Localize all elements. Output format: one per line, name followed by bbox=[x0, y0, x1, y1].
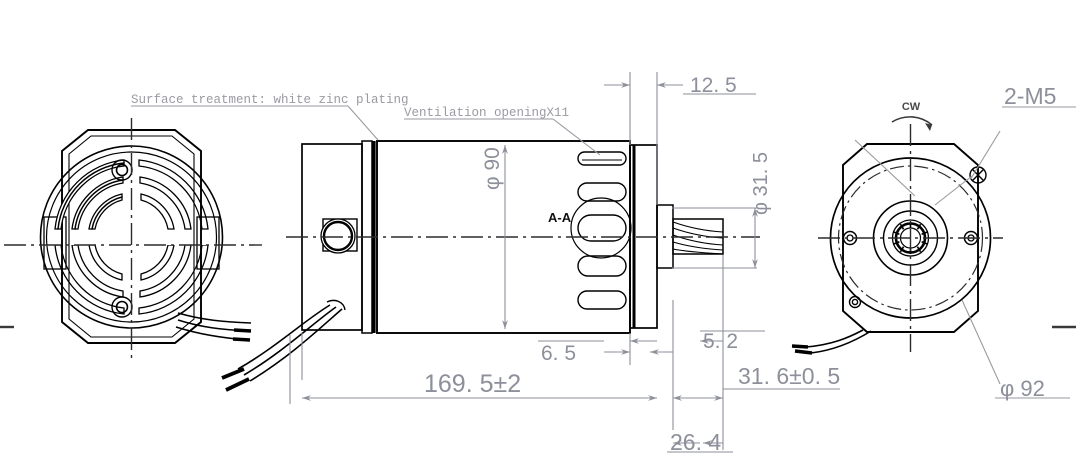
view-side-section bbox=[221, 140, 760, 392]
thread-callout-2m5: 2-M5 bbox=[1004, 83, 1056, 109]
rotation-label-cw: CW bbox=[902, 101, 921, 113]
dim-12-5: 12. 5 bbox=[690, 74, 737, 97]
dim-phi-31-5: φ 31. 5 bbox=[750, 152, 772, 215]
ventilation-openings bbox=[577, 151, 627, 310]
rotation-arrow-cw bbox=[891, 116, 933, 131]
wire-tips-rear bbox=[232, 328, 252, 342]
dim-6-5: 6. 5 bbox=[541, 342, 576, 365]
note-ventilation-opening: Ventilation openingX11 bbox=[404, 106, 569, 120]
leader-surface-treatment bbox=[347, 105, 379, 141]
section-detail-circle bbox=[570, 197, 632, 259]
dim-26-4: 26. 4 bbox=[670, 429, 721, 455]
wire-tips-front bbox=[791, 344, 813, 355]
leader-cw-ref bbox=[854, 139, 916, 197]
dim-phi-90: φ 90 bbox=[481, 147, 504, 190]
lead-wires-front bbox=[805, 329, 872, 354]
lead-wires-side bbox=[237, 304, 343, 382]
leader-2m5-b bbox=[934, 175, 973, 206]
terminal-boss bbox=[320, 218, 358, 254]
leader-2m5-a bbox=[969, 130, 1001, 181]
tapped-hole-m5-lower bbox=[848, 295, 862, 309]
wire-tips-side bbox=[221, 367, 250, 392]
dim-5-2: 5. 2 bbox=[703, 330, 738, 353]
dimension-lines bbox=[289, 72, 840, 453]
dim-31-6: 31. 6±0. 5 bbox=[738, 363, 840, 389]
lead-wires-rear bbox=[175, 312, 252, 341]
section-label-aa: A-A bbox=[548, 210, 572, 225]
drawing-text-layer: Surface treatment: white zinc plating Ve… bbox=[131, 74, 1056, 455]
note-leaders bbox=[131, 105, 1076, 399]
view-rear-fan-grille bbox=[4, 118, 262, 358]
leader-phi92 bbox=[961, 299, 1001, 385]
note-surface-treatment: Surface treatment: white zinc plating bbox=[131, 93, 409, 107]
dim-phi-92: φ 92 bbox=[1000, 376, 1045, 401]
dim-169-5: 169. 5±2 bbox=[424, 370, 521, 398]
view-front-flange bbox=[791, 116, 1003, 355]
leader-ventilation bbox=[552, 118, 601, 156]
